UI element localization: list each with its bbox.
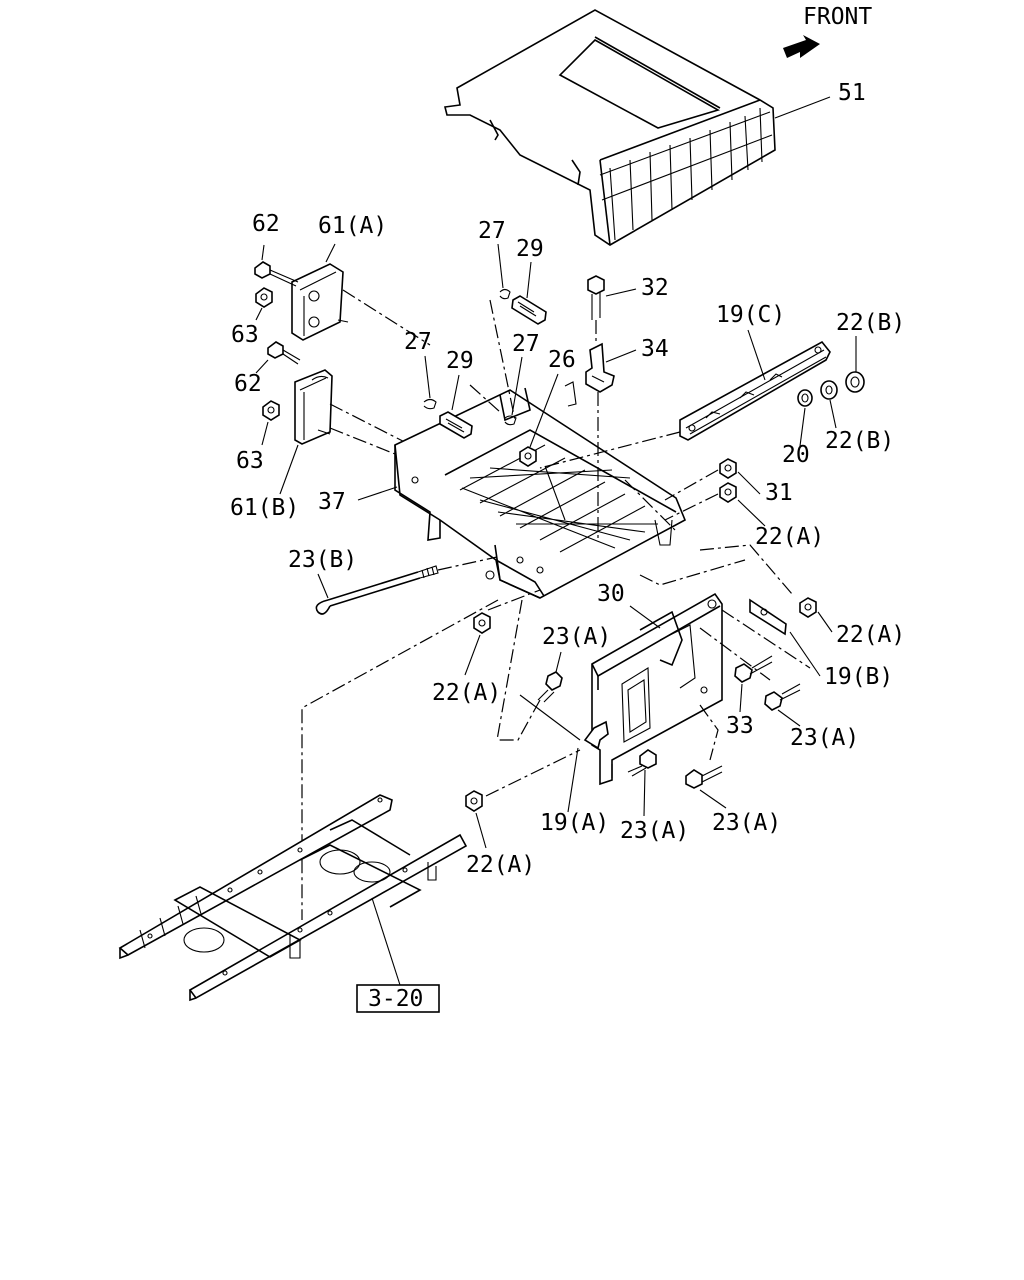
bracket-part-61b [294,369,333,445]
washer-part-20 [797,389,813,407]
nut-part-22b-upper [845,371,865,393]
callout-23a-right: 23(A) [790,725,859,751]
callout-23a-lower-left: 23(A) [620,818,689,844]
callout-23a-upper: 23(A) [542,624,611,650]
callout-29-top: 29 [516,236,544,262]
callout-22b-lower: 22(B) [825,428,894,454]
callout-32: 32 [641,275,669,301]
callout-33: 33 [726,713,754,739]
washer-part-22b-lower [820,380,838,400]
reference-box [356,984,440,1013]
callout-19b: 19(B) [824,664,893,690]
clamp-part-34 [585,342,615,393]
callout-30: 30 [597,581,625,607]
bolt-part-23a-lower-right [685,765,723,789]
frame-part-37 [394,387,687,599]
cover-part-51 [444,9,776,246]
nut-part-31 [719,458,737,479]
callout-26: 26 [548,347,576,373]
callout-61b: 61(B) [230,495,299,521]
reference-box-label: 3-20 [368,986,423,1012]
callout-31: 31 [765,480,793,506]
bolt-part-32 [587,275,605,320]
front-arrow-icon [783,35,820,58]
callout-27-mid: 27 [404,329,432,355]
callout-63-lower: 63 [236,448,264,474]
callout-27-top: 27 [478,218,506,244]
callout-62-upper: 62 [252,211,280,237]
bolt-part-29-mid [439,411,473,439]
callout-51: 51 [838,80,866,106]
callout-19a: 19(A) [540,810,609,836]
callout-22a-bottom: 22(A) [466,852,535,878]
nut-part-26 [519,446,537,467]
bolt-part-62-upper [254,261,299,287]
bolt-part-23a-right [764,683,801,711]
callout-22a-left: 22(A) [432,680,501,706]
nut-part-63-lower [262,400,280,421]
bracket-part-61a [291,263,349,341]
nut-part-22a-far-right [799,597,817,618]
bolt-part-23a-upper [537,671,563,703]
front-label: FRONT [803,4,872,30]
nut-part-22a-left [473,612,491,634]
callout-61a: 61(A) [318,213,387,239]
hook-bolt-part-23b [315,565,439,615]
nut-part-22a-bottom [465,790,483,812]
callout-34: 34 [641,336,669,362]
bolt-part-62-lower [267,341,301,365]
plate-part-19a [519,694,609,750]
bolt-part-29-top [511,295,547,325]
callout-23b: 23(B) [288,547,357,573]
clip-part-27-mid [423,398,437,410]
clip-part-27-top [499,288,511,300]
callout-23a-lower-right: 23(A) [712,810,781,836]
clip-part-27-right [504,415,517,426]
callout-29-mid: 29 [446,348,474,374]
bracket-part-30 [591,592,723,786]
plate-part-19b [749,598,787,636]
callout-19c: 19(C) [716,302,785,328]
callout-63-upper: 63 [231,322,259,348]
callout-62-lower: 62 [234,371,262,397]
nut-part-22a-right-upper [719,482,737,503]
chassis-frame [118,794,468,1002]
callout-22b-upper: 22(B) [836,310,905,336]
bolt-part-33 [734,655,773,683]
callout-20: 20 [782,442,810,468]
callout-22a-far-right: 22(A) [836,622,905,648]
nut-part-63-upper [255,287,273,308]
callout-22a-right-upper: 22(A) [755,524,824,550]
rail-part-19c [679,340,831,441]
callout-37: 37 [318,489,346,515]
callout-27-right: 27 [512,331,540,357]
bolt-part-23a-lower-left [627,749,657,777]
